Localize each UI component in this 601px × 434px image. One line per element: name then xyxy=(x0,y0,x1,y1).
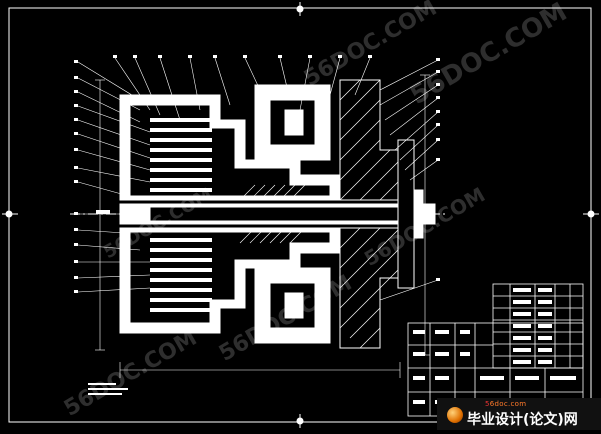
site-brand-name: 毕业设计(论文)网 xyxy=(467,412,578,428)
balloon-marks xyxy=(74,55,440,293)
notes-block xyxy=(88,383,128,395)
end-flange xyxy=(397,139,415,289)
parts-list xyxy=(492,283,584,369)
right-housing-hatched xyxy=(339,79,401,349)
bearing-bottom xyxy=(254,267,331,344)
bearing-top xyxy=(254,84,331,161)
end-cap xyxy=(414,189,424,239)
ball-icon xyxy=(447,407,463,423)
site-url: 56doc.com xyxy=(485,400,527,408)
title-block xyxy=(407,322,584,417)
site-logo[interactable]: 56doc.com 毕业设计(论文)网 xyxy=(437,398,601,430)
leader-lines-top xyxy=(114,57,371,121)
leader-lines-right xyxy=(379,59,439,301)
leader-lines-left xyxy=(77,61,151,293)
friction-plates-bottom xyxy=(150,238,212,312)
clutch-assembly xyxy=(70,55,445,395)
centering-marks xyxy=(2,2,599,428)
friction-plates-top xyxy=(150,118,212,192)
hub-hatching xyxy=(239,184,306,244)
